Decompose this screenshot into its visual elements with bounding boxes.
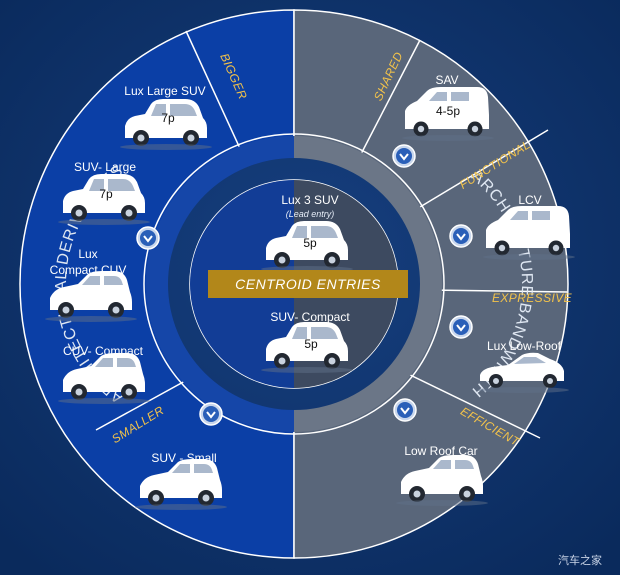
left-ring-band [146,136,294,432]
ring-node-right-bottom-chevron-icon[interactable] [393,398,417,422]
item-lux-large-suv-capacity: 7p [161,111,175,125]
item-sav-capacity: 4-5p [436,104,460,118]
center-bottom-entry[interactable]: SUV- Compact 5p [261,310,353,373]
ring-node-bottom-left-chevron-icon[interactable] [199,402,223,426]
item-cuv-compact[interactable]: CUV- Compact [58,344,150,404]
centroid-banner [208,270,408,298]
item-lux-low-roof-label: Lux Low-Roof [487,339,562,353]
ring-node-right-lower-chevron-icon[interactable] [449,315,473,339]
item-lux-compact-cuv-label-line1: Lux [78,247,97,261]
item-lux-low-roof[interactable]: Lux Low-Roof [477,339,569,393]
right-divider-3 [427,289,568,293]
item-lcv-label: LCV [518,193,541,207]
item-sav-label: SAV [435,73,458,87]
item-sav[interactable]: SAV 4-5p [402,73,494,141]
item-low-roof-car[interactable]: Low Roof Car [396,444,488,506]
item-lux-large-suv[interactable]: Lux Large SUV 7p [120,84,212,150]
center-top-name: Lux 3 SUV [281,193,338,207]
expressive-label: EXPRESSIVE [492,291,573,305]
ring-node-right-top-chevron-icon[interactable] [392,144,416,168]
right-ring-band [294,136,442,432]
centroid-banner-label: CENTROID ENTRIES [235,276,381,292]
item-lux-compact-cuv[interactable]: Lux Compact CUV [45,247,137,322]
right-divider-2 [409,129,549,214]
left-divider-top [185,30,244,156]
right-divider-4 [403,371,541,439]
item-suv-large-capacity: 7p [99,187,113,201]
center-top-capacity: 5p [303,236,317,250]
ring-node-left-chevron-icon[interactable] [136,226,160,250]
item-suv-large-label: SUV- Large [74,160,136,174]
item-low-roof-car-label: Low Roof Car [404,444,477,458]
item-lcv[interactable]: LCV [483,193,575,260]
item-suv-small[interactable]: SUV - Small [135,451,227,510]
center-bottom-capacity: 5p [304,337,318,351]
right-divider-1 [359,39,421,157]
watermark: 汽车之家 [558,553,602,567]
item-lux-large-suv-label: Lux Large SUV [124,84,205,98]
center-top-entry[interactable]: Lux 3 SUV (Lead entry) 5p [261,193,353,272]
item-suv-large[interactable]: SUV- Large 7p [58,160,150,225]
center-top-note: (Lead entry) [286,209,335,219]
center-bottom-name: SUV- Compact [270,310,350,324]
ring-node-right-upper-chevron-icon[interactable] [449,224,473,248]
ring-outer [143,133,445,435]
left-divider-bottom [95,374,197,431]
